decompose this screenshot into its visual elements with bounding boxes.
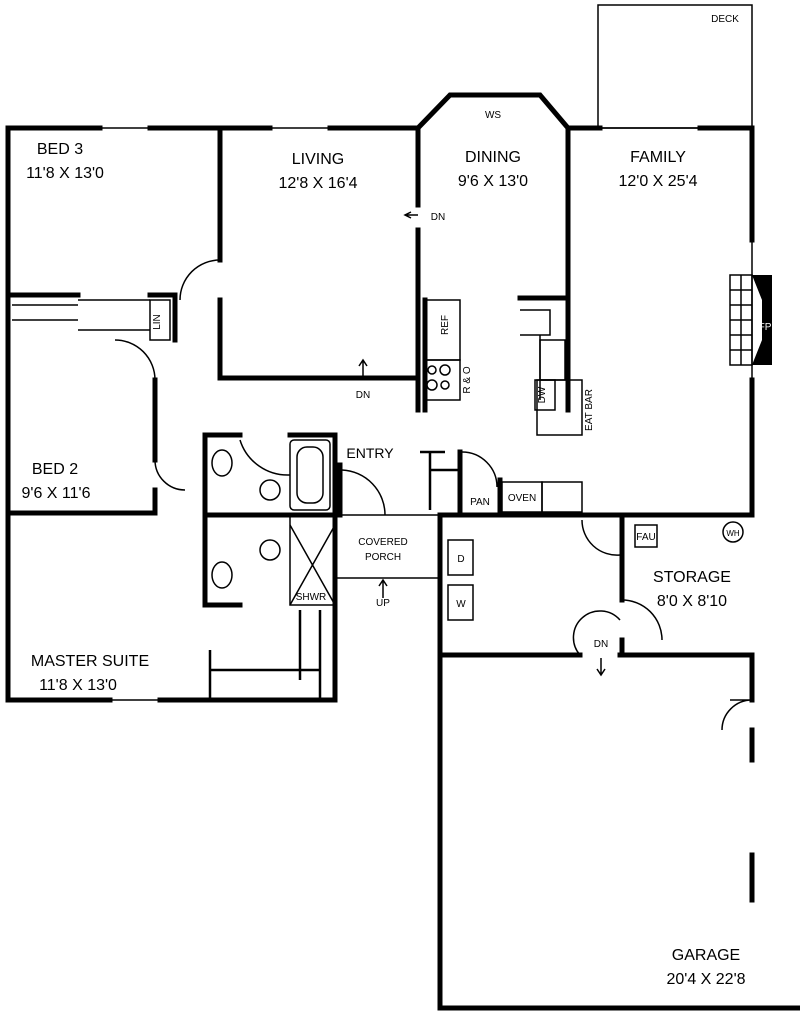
svg-text:OVEN: OVEN [508,493,536,504]
svg-text:MASTER SUITE: MASTER SUITE [31,653,149,670]
svg-text:REF: REF [440,315,451,335]
svg-text:FAU: FAU [636,532,655,543]
svg-text:LIVING: LIVING [292,151,344,168]
svg-text:DW: DW [537,386,548,403]
room-bed3: BED 3 11'8 X 13'0 [26,141,104,182]
svg-text:FP: FP [759,322,772,333]
deck: DECK [597,4,753,129]
svg-text:DINING: DINING [465,149,521,166]
svg-text:8'0 X 8'10: 8'0 X 8'10 [657,593,727,610]
svg-text:GARAGE: GARAGE [672,947,740,964]
svg-text:D: D [457,554,464,565]
svg-text:STORAGE: STORAGE [653,569,731,586]
svg-text:11'8 X 13'0: 11'8 X 13'0 [26,165,104,182]
fireplace: FP [729,274,772,366]
svg-text:12'8 X 16'4: 12'8 X 16'4 [278,175,357,192]
room-dining: DINING 9'6 X 13'0 [458,149,528,190]
svg-text:DECK: DECK [711,14,739,25]
svg-text:11'8 X 13'0: 11'8 X 13'0 [39,677,117,694]
svg-text:UP: UP [376,598,390,609]
svg-text:DN: DN [431,212,445,223]
svg-text:R & O: R & O [462,366,473,393]
svg-text:ENTRY: ENTRY [346,445,394,461]
room-living: LIVING 12'8 X 16'4 [278,151,357,192]
svg-text:20'4 X 22'8: 20'4 X 22'8 [666,971,745,988]
room-master-suite: MASTER SUITE 11'8 X 13'0 [31,653,149,694]
svg-text:LIN: LIN [152,314,163,330]
svg-text:BED 3: BED 3 [37,141,83,158]
svg-text:PAN: PAN [470,497,490,508]
room-garage: GARAGE 20'4 X 22'8 [666,947,745,988]
svg-text:9'6 X 13'0: 9'6 X 13'0 [458,173,528,190]
interior-walls: LIN SHWR ENTRY COVERED PORCH UP REF R & … [5,125,800,1011]
svg-text:DN: DN [594,639,608,650]
svg-text:WS: WS [485,110,501,121]
svg-text:COVERED: COVERED [358,537,407,548]
svg-text:WH: WH [726,529,740,538]
svg-text:12'0 X 25'4: 12'0 X 25'4 [618,173,697,190]
room-labels: BED 3 11'8 X 13'0 LIVING 12'8 X 16'4 DIN… [22,141,746,988]
svg-text:9'6 X 11'6: 9'6 X 11'6 [22,485,91,502]
svg-text:FAMILY: FAMILY [630,149,686,166]
room-bed2: BED 2 9'6 X 11'6 [22,461,91,502]
svg-text:BED 2: BED 2 [32,461,78,478]
svg-text:EAT BAR: EAT BAR [584,389,595,431]
svg-text:W: W [456,599,466,610]
room-family: FAMILY 12'0 X 25'4 [618,149,697,190]
room-storage: STORAGE 8'0 X 8'10 [653,569,731,610]
svg-text:DN: DN [356,390,370,401]
svg-text:PORCH: PORCH [365,552,401,563]
svg-text:SHWR: SHWR [296,592,327,603]
